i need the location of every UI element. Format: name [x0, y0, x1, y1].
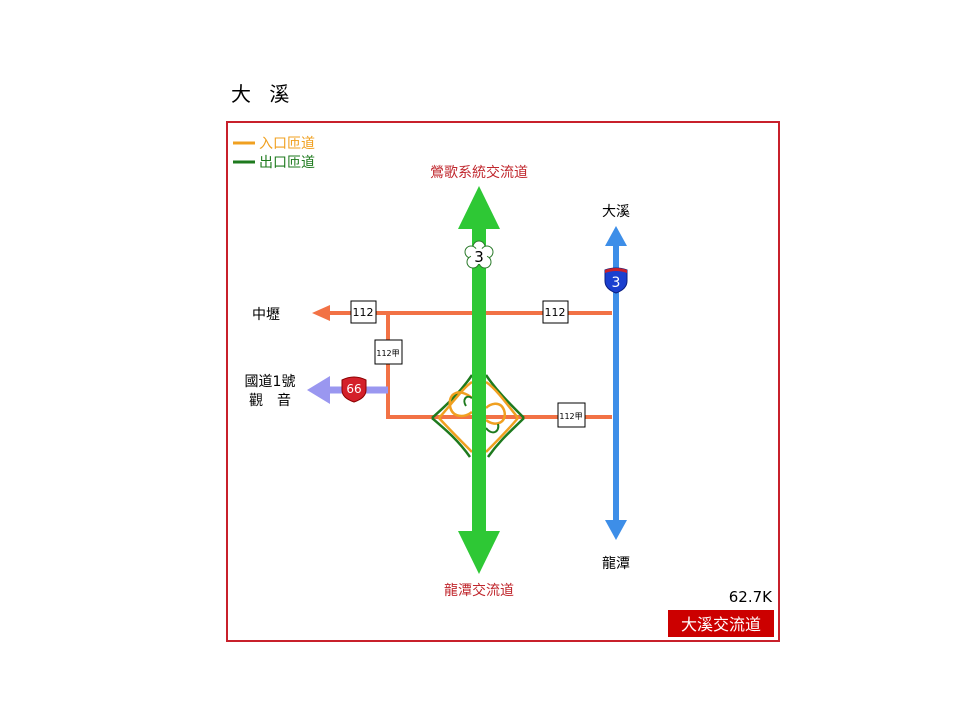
county-66-shield: 66 [341, 376, 367, 403]
loop-ramp-east [485, 402, 507, 425]
freeway-north-arrow [458, 186, 500, 229]
road-112a-east-number: 112甲 [559, 412, 582, 421]
entrance-ramp-sw [438, 417, 473, 453]
loop-ramp-west-exit [463, 395, 473, 407]
loop-ramp-west [448, 391, 473, 418]
legend-entrance-label: 入口匝道 [259, 136, 315, 152]
interchange-name-badge [668, 610, 774, 637]
freeway-line [472, 226, 486, 534]
distance-label: 62.7K [729, 588, 773, 606]
exit-ramp-ne [484, 374, 525, 419]
freeway-3 [458, 186, 500, 574]
expressway-3-shield: 3 [604, 267, 628, 294]
exit-ramp-se [486, 417, 525, 458]
west-arrow-head [312, 305, 330, 321]
exit-ramp-sw [431, 417, 472, 458]
legend: 入口匝道 出口匝道 [233, 136, 315, 171]
south-expressway-destination: 龍潭 [602, 555, 630, 572]
expressway-north-arrow [605, 226, 627, 246]
south-freeway-destination: 龍潭交流道 [444, 582, 514, 599]
exit-ramp-nw [431, 374, 474, 419]
county-road-destination-line2: 觀 音 [249, 392, 291, 409]
north-freeway-destination: 鶯歌系統交流道 [430, 164, 528, 181]
county-road-arrow-head [307, 376, 330, 404]
north-expressway-destination: 大溪 [602, 204, 630, 220]
freeway-3-shield-number: 3 [474, 248, 484, 266]
freeway-south-arrow [458, 531, 500, 574]
county-66-shield-number: 66 [346, 382, 361, 396]
road-112-east-number: 112 [545, 306, 566, 319]
interchange-ramps [431, 374, 525, 458]
loop-ramp-east-exit [485, 423, 500, 434]
entrance-ramp-nw [438, 380, 473, 419]
diagram-frame [226, 121, 780, 642]
road-112-east-shield: 112 [542, 300, 569, 324]
road-112-west-shield: 112 [350, 300, 377, 324]
page-title: 大 溪 [231, 82, 296, 106]
road-112a-east-shield: 112甲 [557, 402, 586, 428]
interchange-name: 大溪交流道 [681, 615, 761, 634]
road-112a-vertical-number: 112甲 [376, 349, 399, 358]
road-112-west-number: 112 [353, 306, 374, 319]
legend-exit-label: 出口匝道 [259, 155, 315, 171]
entrance-ramp-ne [485, 380, 519, 419]
freeway-3-shield: 3 [464, 240, 494, 269]
expressway-3-shield-number: 3 [612, 275, 621, 291]
expressway-south-arrow [605, 520, 627, 540]
west-road-destination: 中壢 [252, 307, 280, 323]
road-112a-vertical-shield: 112甲 [374, 339, 403, 365]
entrance-ramp-se [485, 417, 519, 453]
county-road-destination-line1: 國道1號 [245, 374, 296, 390]
